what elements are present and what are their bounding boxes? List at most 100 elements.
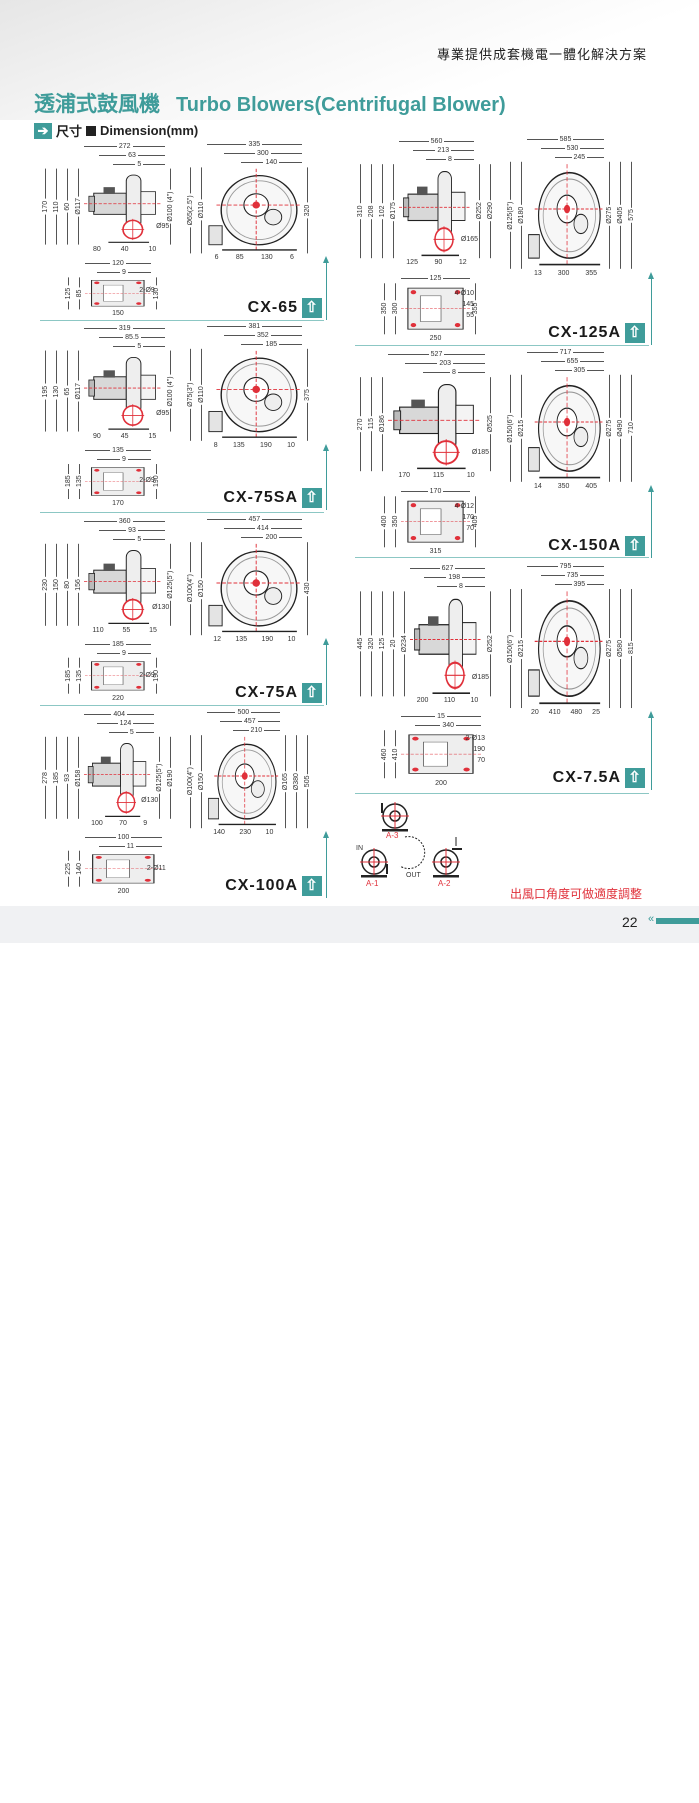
side-view-drawing	[84, 743, 152, 817]
model-label: CX-100A	[225, 877, 298, 894]
dimension-label: Ø165	[280, 735, 291, 828]
dimension-label: 135	[74, 464, 85, 499]
orientation-diagram	[360, 802, 462, 878]
dimension-label: Ø150	[196, 542, 207, 635]
up-arrow-icon: ⇧	[302, 876, 322, 896]
drawing-area	[207, 735, 280, 828]
dimension-label: Ø150(6")	[505, 589, 516, 708]
dimension-label: Ø186	[377, 377, 388, 471]
front-view-drawing	[528, 164, 603, 267]
label-out: OUT	[406, 872, 421, 879]
model-name: CX-150A⇧	[548, 536, 645, 556]
dimension-label: 527	[388, 350, 485, 359]
left-dimensions: Ø65(2.5")Ø110	[185, 167, 207, 253]
dimension-label: 150	[112, 310, 124, 318]
dimension-label: 10	[466, 472, 475, 480]
left-dimensions: Ø150(6")Ø215	[505, 375, 527, 482]
dimension-label: 203	[405, 359, 485, 368]
dimension-label: Ø275	[604, 589, 615, 708]
callout-label: 2-Ø9	[139, 477, 155, 485]
base-view-drawing	[401, 734, 481, 775]
bottom-dimensions: 150	[85, 309, 151, 318]
right-dimensions: Ø125(5")Ø190	[154, 737, 176, 819]
model-label: CX-65	[247, 299, 298, 316]
base-view-drawing	[401, 500, 470, 543]
dimension-label: 170	[112, 500, 124, 508]
side-view-drawing	[84, 356, 163, 430]
dimension-label: 340	[415, 721, 481, 730]
base-view-drawing	[85, 854, 162, 884]
dimension-label: 319	[84, 324, 165, 333]
model-label: CX-7.5A	[552, 769, 621, 786]
title-zh: 透浦式鼓風機	[34, 93, 160, 116]
dimension-label: 5	[113, 160, 165, 169]
dimension-label: 135	[74, 658, 85, 694]
dimension-label: 8	[213, 441, 218, 449]
callout-label: 2-Ø9	[139, 287, 155, 295]
left-dimensions: Ø150(6")Ø215	[505, 589, 527, 708]
dimension-label: 395	[555, 580, 604, 589]
side-view-drawing	[84, 174, 163, 243]
front-view-drawing	[528, 377, 603, 480]
bottom-dimensions: 170	[85, 499, 151, 508]
drawing-area	[527, 375, 604, 482]
front-view-drawing	[208, 350, 300, 439]
arrow-right-icon: ➔	[34, 122, 52, 139]
dimension-label: 560	[399, 137, 474, 146]
dimension-label: 500	[207, 708, 280, 717]
dimension-label: Ø117	[73, 351, 84, 432]
dimension-label: 213	[413, 146, 475, 155]
dimension-label: Ø405	[615, 162, 626, 269]
section-divider	[40, 320, 324, 322]
section-divider	[355, 345, 649, 347]
dimension-label: 45	[120, 432, 129, 440]
callouts: Ø130	[141, 796, 158, 805]
dimension-label: 190	[151, 658, 162, 694]
dimension-label: 300	[557, 269, 570, 277]
dimension-label: 575	[626, 162, 637, 269]
dimension-label: 85	[74, 277, 85, 309]
dimension-label: 200	[117, 888, 130, 896]
dimension-label: 102	[377, 164, 388, 258]
dimension-label: 735	[541, 571, 604, 580]
section-heading: ➔ 尺寸 Dimension(mm)	[34, 121, 198, 140]
dimension-label: 225	[63, 851, 74, 887]
callout-label: Ø95	[156, 409, 170, 417]
callout-label: Ø165	[460, 236, 478, 244]
right-dimensions: 405	[470, 496, 481, 547]
dimension-label: Ø180	[516, 162, 527, 269]
accent-arrow-icon	[647, 484, 655, 558]
dimension-label: Ø125(5")	[505, 162, 516, 269]
drawing-area	[527, 162, 604, 269]
dimension-label: 185	[63, 658, 74, 694]
callouts: 2-Ø9	[139, 671, 155, 680]
section-divider	[355, 793, 649, 795]
model-name: CX-75SA⇧	[223, 488, 322, 508]
dimension-label: 250	[429, 334, 442, 342]
front-view-drawing	[528, 591, 603, 706]
dimension-label: 815	[626, 589, 637, 708]
drawing-area: 2-Ø11	[85, 851, 166, 887]
dimension-label: Ø275	[604, 375, 615, 482]
dimension-label: 120	[85, 259, 151, 268]
left-dimensions: Ø100(4")Ø150	[185, 735, 207, 828]
title-en: Turbo Blowers(Centrifugal Blower)	[176, 94, 506, 116]
dimension-label: 15	[148, 432, 157, 440]
up-arrow-icon: ⇧	[302, 683, 322, 703]
dimension-label: 230	[239, 829, 252, 837]
dimension-label: Ø215	[516, 375, 527, 482]
up-arrow-icon: ⇧	[302, 488, 322, 508]
